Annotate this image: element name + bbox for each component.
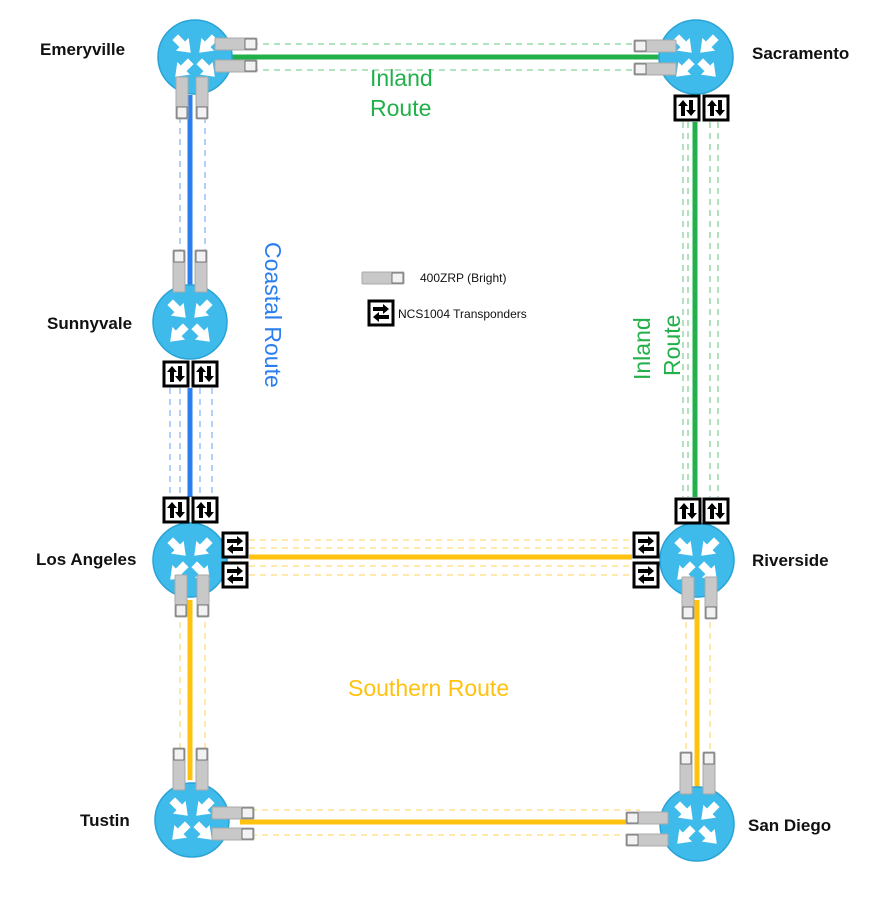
400zrp-pluggable-icon: [625, 833, 669, 847]
route-label-inland-top-2: Route: [370, 95, 431, 121]
legend-pluggable-icon: [361, 271, 405, 285]
400zrp-pluggable-icon: [172, 747, 186, 791]
400zrp-pluggable-icon: [174, 574, 188, 618]
node-label-sunnyvale: Sunnyvale: [47, 314, 132, 333]
legend-pluggable-label: 400ZRP (Bright): [420, 271, 506, 285]
router-icon-san-diego[interactable]: [659, 786, 735, 862]
ncs1004-transponder-icon: [191, 496, 219, 524]
node-label-sacramento: Sacramento: [752, 44, 849, 63]
400zrp-pluggable-icon: [633, 62, 677, 76]
ncs1004-transponder-icon: [162, 360, 190, 388]
400zrp-pluggable-icon: [194, 249, 208, 293]
ncs1004-transponder-icon: [191, 360, 219, 388]
400zrp-pluggable-icon: [214, 37, 258, 51]
ncs1004-transponder-icon: [674, 497, 702, 525]
ncs1004-transponder-icon: [702, 497, 730, 525]
router-icon-sacramento[interactable]: [658, 19, 734, 95]
node-label-tustin: Tustin: [80, 811, 130, 830]
route-label-inland-top-1: Inland: [370, 65, 433, 91]
route-label-inland-side-2: Route: [659, 315, 685, 376]
400zrp-pluggable-icon: [702, 751, 716, 795]
node-label-san-diego: San Diego: [748, 816, 831, 835]
400zrp-pluggable-icon: [625, 811, 669, 825]
router-icon-sunnyvale[interactable]: [152, 284, 228, 360]
400zrp-pluggable-icon: [681, 576, 695, 620]
legend-transponder-label: NCS1004 Transponders: [398, 307, 527, 321]
400zrp-pluggable-icon: [679, 751, 693, 795]
router-icon-los-angeles[interactable]: [152, 522, 228, 598]
router-icon-riverside[interactable]: [659, 522, 735, 598]
ncs1004-transponder-icon: [632, 561, 660, 589]
400zrp-pluggable-icon: [211, 806, 255, 820]
node-label-riverside: Riverside: [752, 551, 829, 570]
400zrp-pluggable-icon: [214, 59, 258, 73]
ncs1004-transponder-icon: [162, 496, 190, 524]
route-label-southern: Southern Route: [348, 675, 509, 701]
400zrp-pluggable-icon: [175, 76, 189, 120]
legend-transponder-icon: [367, 299, 395, 327]
route-label-inland-side-1: Inland: [629, 317, 655, 380]
400zrp-pluggable-icon: [195, 76, 209, 120]
node-label-los-angeles: Los Angeles: [36, 550, 136, 569]
router-icon-emeryville[interactable]: [157, 19, 233, 95]
400zrp-pluggable-icon: [172, 249, 186, 293]
400zrp-pluggable-icon: [633, 39, 677, 53]
ncs1004-transponder-icon: [221, 531, 249, 559]
ncs1004-transponder-icon: [221, 561, 249, 589]
400zrp-pluggable-icon: [211, 827, 255, 841]
route-label-coastal: Coastal Route: [260, 242, 286, 388]
ncs1004-transponder-icon: [632, 531, 660, 559]
node-label-emeryville: Emeryville: [40, 40, 125, 59]
400zrp-pluggable-icon: [195, 747, 209, 791]
ncs1004-transponder-icon: [673, 94, 701, 122]
400zrp-pluggable-icon: [196, 574, 210, 618]
400zrp-pluggable-icon: [704, 576, 718, 620]
ncs1004-transponder-icon: [702, 94, 730, 122]
router-icon-tustin[interactable]: [154, 782, 230, 858]
